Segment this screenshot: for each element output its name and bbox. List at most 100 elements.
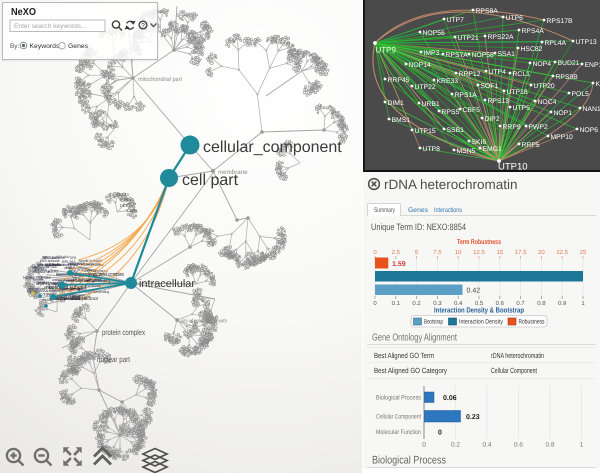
svg-text:ENP1: ENP1 bbox=[585, 62, 600, 69]
svg-text:NOP6: NOP6 bbox=[580, 127, 599, 134]
svg-text:TIF6: TIF6 bbox=[69, 256, 76, 260]
svg-text:UTP22: UTP22 bbox=[415, 84, 436, 91]
svg-text:cellular_component: cellular_component bbox=[203, 139, 342, 156]
svg-text:SSB1: SSB1 bbox=[447, 127, 465, 134]
svg-text:UTP7: UTP7 bbox=[447, 17, 465, 24]
svg-text:HSC82: HSC82 bbox=[521, 46, 543, 53]
svg-text:BMS1: BMS1 bbox=[392, 117, 411, 124]
svg-text:Interaction Density: Interaction Density bbox=[459, 319, 504, 326]
svg-text:exosome: exosome bbox=[29, 286, 46, 291]
svg-text:Cellular Component: Cellular Component bbox=[376, 414, 421, 421]
svg-text:NOG1: NOG1 bbox=[43, 298, 53, 302]
svg-text:0.23: 0.23 bbox=[466, 414, 480, 421]
svg-text:TIF6: TIF6 bbox=[72, 276, 81, 281]
svg-text:0.5: 0.5 bbox=[475, 300, 484, 307]
svg-text:RPL16A: RPL16A bbox=[62, 260, 76, 264]
svg-text:NOC4: NOC4 bbox=[538, 99, 557, 106]
svg-text:Genes: Genes bbox=[68, 43, 89, 50]
svg-text:SSU processome: SSU processome bbox=[69, 268, 97, 272]
svg-text:ribosomal subunit: ribosomal subunit bbox=[46, 284, 86, 291]
svg-text:EMG1: EMG1 bbox=[483, 146, 502, 153]
svg-text:Biological Process: Biological Process bbox=[376, 395, 422, 402]
svg-text:RPS1A: RPS1A bbox=[64, 294, 76, 298]
svg-text:NOP1: NOP1 bbox=[554, 110, 573, 117]
svg-text:UTP10: UTP10 bbox=[498, 162, 528, 173]
svg-text:25: 25 bbox=[580, 249, 587, 256]
svg-text:7.5: 7.5 bbox=[433, 249, 442, 256]
svg-text:Enter search keywords...: Enter search keywords... bbox=[14, 23, 87, 30]
svg-text:0.2: 0.2 bbox=[412, 300, 421, 307]
svg-text:?: ? bbox=[141, 23, 145, 30]
svg-text:10: 10 bbox=[455, 249, 462, 256]
svg-text:Molecular Function: Molecular Function bbox=[376, 429, 421, 436]
svg-text:Best Aligned GO Category: Best Aligned GO Category bbox=[374, 366, 447, 375]
svg-text:cell part: cell part bbox=[182, 172, 239, 189]
svg-text:UTP4: UTP4 bbox=[489, 69, 507, 76]
svg-text:KRE1: KRE1 bbox=[596, 81, 600, 88]
svg-text:1: 1 bbox=[581, 300, 585, 307]
svg-text:nuclear part: nuclear part bbox=[97, 355, 131, 364]
svg-text:RRP9: RRP9 bbox=[503, 124, 521, 131]
svg-text:RPS5: RPS5 bbox=[442, 109, 460, 116]
svg-text:0.3: 0.3 bbox=[433, 300, 442, 307]
svg-text:90S preribosome: 90S preribosome bbox=[52, 297, 81, 301]
svg-text:ribosomal subunit precursor: ribosomal subunit precursor bbox=[50, 296, 98, 302]
svg-text:URB1: URB1 bbox=[422, 101, 440, 108]
svg-text:0.42: 0.42 bbox=[467, 288, 481, 295]
svg-text:CBF5: CBF5 bbox=[127, 208, 138, 213]
svg-text:CBF5: CBF5 bbox=[463, 107, 481, 114]
svg-text:Cellular Component: Cellular Component bbox=[491, 366, 538, 375]
svg-text:0.8: 0.8 bbox=[537, 300, 546, 307]
svg-text:0.7: 0.7 bbox=[516, 300, 525, 307]
svg-text:RPS8A: RPS8A bbox=[35, 268, 48, 272]
svg-text:intracellular: intracellular bbox=[139, 278, 195, 290]
svg-text:NOP58: NOP58 bbox=[472, 52, 495, 59]
svg-text:UTP13: UTP13 bbox=[576, 39, 597, 46]
svg-text:0.6: 0.6 bbox=[496, 300, 505, 307]
svg-text:RPS5: RPS5 bbox=[44, 286, 53, 290]
svg-text:UTP15: UTP15 bbox=[415, 128, 436, 135]
svg-text:RRP5: RRP5 bbox=[48, 269, 58, 274]
svg-text:RPL4A: RPL4A bbox=[545, 40, 567, 47]
svg-text:Best Aligned GO Term: Best Aligned GO Term bbox=[374, 351, 434, 360]
svg-text:rDNA heterochromatin: rDNA heterochromatin bbox=[491, 351, 544, 360]
svg-text:Interactions: Interactions bbox=[434, 207, 462, 214]
svg-text:RPS4A: RPS4A bbox=[522, 28, 545, 35]
svg-text:NOP56: NOP56 bbox=[423, 30, 446, 37]
svg-text:snoRNA binding: snoRNA binding bbox=[85, 290, 109, 294]
svg-text:Keywords: Keywords bbox=[30, 43, 60, 50]
svg-text:0.9: 0.9 bbox=[558, 300, 567, 307]
svg-text:17.5: 17.5 bbox=[515, 249, 527, 256]
svg-text:RPS8A: RPS8A bbox=[38, 275, 51, 280]
svg-text:SKI6: SKI6 bbox=[472, 139, 487, 146]
svg-text:NOP4: NOP4 bbox=[533, 61, 552, 68]
svg-text:0.1: 0.1 bbox=[392, 300, 401, 307]
svg-text:NAN1: NAN1 bbox=[583, 106, 600, 113]
svg-text:RPS8A: RPS8A bbox=[72, 273, 85, 278]
svg-text:RRP12: RRP12 bbox=[459, 71, 481, 78]
svg-text:60S subunit: 60S subunit bbox=[60, 295, 81, 299]
svg-text:Interaction Density & Bootstra: Interaction Density & Bootstrap bbox=[434, 306, 524, 315]
svg-text:RRP45: RRP45 bbox=[388, 77, 410, 84]
svg-text:IMP3: IMP3 bbox=[424, 50, 440, 57]
svg-text:TIF6: TIF6 bbox=[43, 292, 52, 297]
svg-text:RPL5: RPL5 bbox=[79, 278, 88, 282]
svg-text:NeXO: NeXO bbox=[11, 6, 36, 18]
svg-text:SOF1: SOF1 bbox=[481, 83, 499, 90]
svg-text:pre-rRNA complex: pre-rRNA complex bbox=[68, 261, 101, 266]
svg-text:Biological Process: Biological Process bbox=[372, 455, 446, 467]
svg-text:Summary: Summary bbox=[374, 207, 395, 214]
svg-text:small subunit: small subunit bbox=[79, 258, 103, 263]
svg-text:5: 5 bbox=[415, 249, 419, 256]
svg-text:RCL1: RCL1 bbox=[513, 71, 531, 78]
svg-text:0: 0 bbox=[373, 249, 377, 256]
svg-text:RRP5: RRP5 bbox=[83, 272, 95, 277]
svg-text:UTP20: UTP20 bbox=[534, 83, 555, 90]
svg-text:ribonucleoprotein complex: ribonucleoprotein complex bbox=[74, 271, 124, 278]
svg-text:0: 0 bbox=[438, 430, 442, 437]
svg-text:Gene Ontology Alignment: Gene Ontology Alignment bbox=[372, 333, 457, 344]
svg-text:DIP2: DIP2 bbox=[485, 116, 500, 123]
svg-text:exosome: exosome bbox=[85, 283, 102, 288]
svg-text:ribosome: ribosome bbox=[88, 277, 102, 281]
svg-text:POL5: POL5 bbox=[572, 91, 590, 98]
